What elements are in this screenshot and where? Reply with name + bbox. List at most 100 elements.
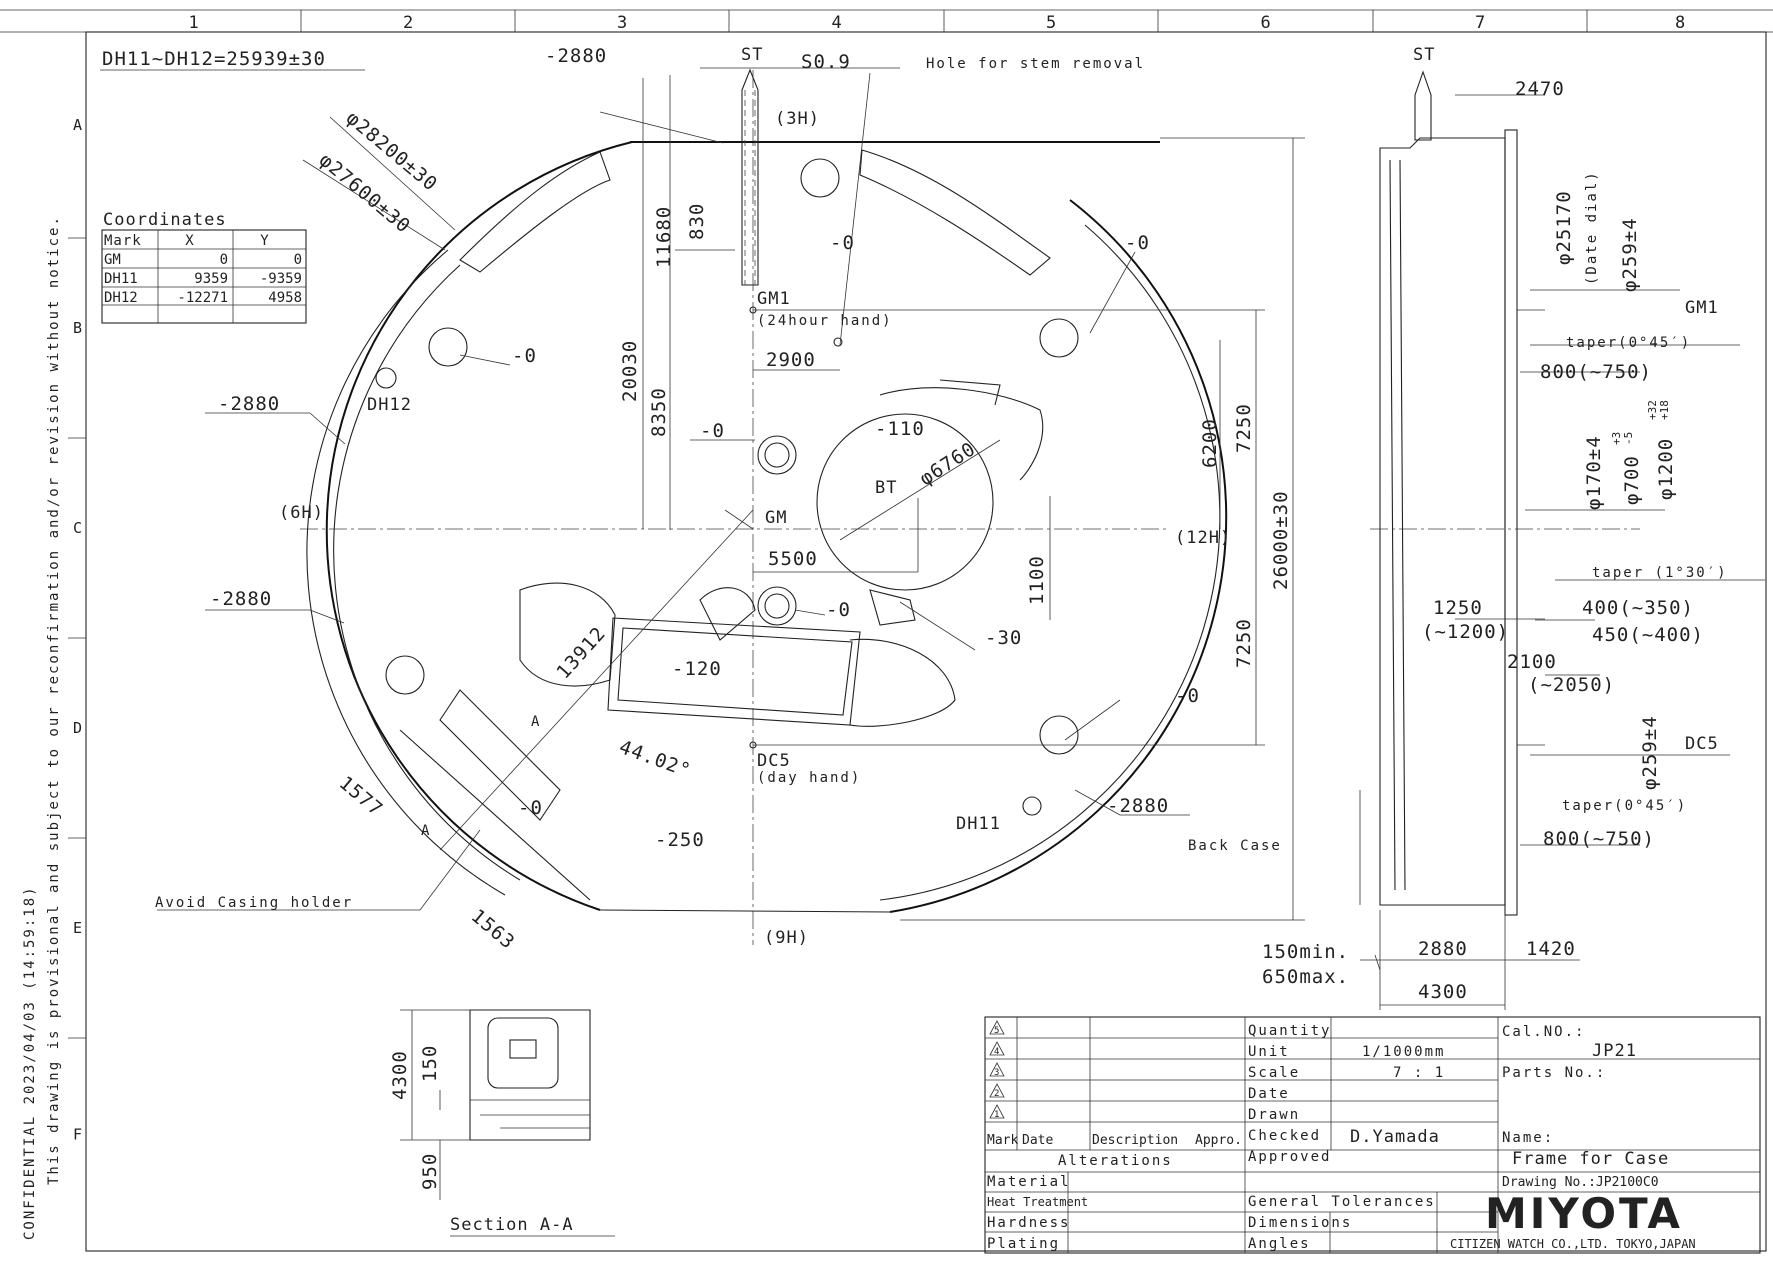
section-dim-4300: 4300 — [389, 1050, 411, 1100]
hole-gm-upper — [757, 435, 797, 475]
tb-col-appro: Appro. — [1195, 1133, 1242, 1148]
pocket-top-right — [859, 149, 1051, 276]
section-profile — [487, 1017, 559, 1089]
dim-2880-left1: -2880 — [218, 393, 280, 415]
label-dc5-sub: (day hand) — [757, 770, 861, 786]
grid-column-label: 1 — [189, 13, 199, 33]
side-dim-2470: 2470 — [1515, 78, 1565, 100]
label-avoid-casing: Avoid Casing holder — [155, 895, 353, 911]
notch-30 — [869, 589, 916, 626]
grid-row-label: A — [73, 116, 82, 134]
side-dim-taper45-top: taper(0°45′) — [1566, 335, 1691, 351]
side-dim-1250: 1250 — [1433, 597, 1483, 619]
side-dim-800-bot: 800(~750) — [1543, 828, 1655, 850]
side-dim-450: 450(~400) — [1592, 624, 1704, 646]
plan-annotations: ST S0.9 Hole for stem removal (3H) (6H) … — [155, 45, 1292, 954]
side-dim-2050: (~2050) — [1528, 674, 1615, 696]
bt-circle — [816, 413, 994, 591]
dim-angle: 44.02° — [616, 736, 694, 782]
label-3h: (3H) — [775, 109, 820, 129]
side-dim-259-bot: φ259±4 — [1639, 715, 1661, 790]
side-dim-400: 400(~350) — [1582, 597, 1694, 619]
leader-13912 — [439, 509, 754, 851]
grid-column-label: 2 — [403, 13, 413, 33]
company-name: CITIZEN WATCH CO.,LTD. TOKYO,JAPAN — [1450, 1237, 1696, 1251]
plan-view — [157, 67, 1305, 945]
revision-triangle-icon — [989, 1041, 1005, 1056]
dim-0-b: -0 — [1125, 232, 1150, 254]
coord-cell: 9359 — [194, 271, 228, 287]
side-note-provisional: This drawing is provisional and subject … — [46, 215, 62, 1185]
dim-110: -110 — [875, 418, 925, 440]
revision-triangle-icon — [989, 1020, 1005, 1035]
dim-0-d: -0 — [700, 420, 725, 442]
dim-30: -30 — [985, 627, 1022, 649]
tb-name-label: Name: — [1502, 1130, 1554, 1146]
label-s09: S0.9 — [801, 51, 851, 73]
side-dim-800-top: 800(~750) — [1540, 361, 1652, 383]
dim-2880-right: -2880 — [1107, 795, 1169, 817]
side-label-gm1: GM1 — [1685, 298, 1719, 318]
side-dim-1200: φ1200 — [1655, 438, 1677, 500]
label-gm1-sub: (24hour hand) — [757, 313, 893, 329]
side-label-dc5: DC5 — [1685, 734, 1719, 754]
pin-hole-d1 — [385, 655, 425, 695]
side-dim-259-top: φ259±4 — [1619, 217, 1641, 292]
section-dim-150: 150 — [419, 1045, 441, 1082]
label-section-a1: A — [531, 714, 541, 730]
side-dim-650max: 650max. — [1262, 966, 1349, 988]
grid-column-label: 7 — [1475, 13, 1485, 33]
tb-plating: Plating — [987, 1236, 1060, 1252]
side-dim-150min: 150min. — [1262, 941, 1349, 963]
side-dim-4300: 4300 — [1418, 981, 1468, 1003]
dim-0-f: -0 — [1175, 685, 1200, 707]
label-9h: (9H) — [764, 928, 809, 948]
stem-side — [1414, 70, 1432, 141]
tb-dimensions: Dimensions — [1248, 1215, 1352, 1231]
grid-column-label: 8 — [1675, 13, 1685, 33]
coord-cell: 0 — [294, 252, 302, 268]
section-title: Section A-A — [450, 1215, 574, 1235]
pin-hole-d5 — [1039, 715, 1079, 755]
label-gm1: GM1 — [757, 289, 791, 309]
revision-mark: 1 — [994, 1110, 999, 1120]
tb-heat: Heat Treatment — [987, 1195, 1088, 1209]
side-dim-2880: 2880 — [1418, 938, 1468, 960]
pocket-top-left — [459, 151, 611, 273]
side-dim-170: φ170±4 — [1583, 435, 1605, 510]
hole-gm-lower — [757, 586, 797, 626]
label-hole-stem: Hole for stem removal — [926, 56, 1145, 72]
coord-cell: -12271 — [177, 290, 228, 306]
dim-0-a: -0 — [830, 232, 855, 254]
side-dim-1200-dn: +18 — [1658, 400, 1671, 420]
dim-830: 830 — [686, 203, 708, 240]
tb-col-date: Date — [1022, 1133, 1053, 1148]
side-dim-2100: 2100 — [1507, 651, 1557, 673]
side-dim-taper130: taper (1°30′) — [1592, 565, 1728, 581]
coord-header: X — [185, 233, 194, 249]
grid-row-label: F — [73, 1126, 82, 1144]
coord-cell: GM — [104, 252, 121, 268]
dim-0-c: -0 — [512, 345, 537, 367]
grid-column-label: 3 — [617, 13, 627, 33]
revision-triangle-icon — [989, 1104, 1005, 1119]
side-view — [1359, 70, 1765, 1010]
dim-2900: 2900 — [766, 349, 816, 371]
tb-parts-label: Parts No.: — [1502, 1065, 1606, 1081]
coord-header: Mark — [104, 233, 142, 249]
tb-hardness: Hardness — [987, 1215, 1070, 1231]
dim-5500: 5500 — [768, 548, 818, 570]
side-dim-1200-up: +32 — [1646, 400, 1659, 420]
label-dh12: DH12 — [367, 395, 412, 415]
tb-unit-label: Unit — [1248, 1044, 1290, 1060]
side-note-confidential: CONFIDENTIAL 2023/04/03 (14:59:18) — [22, 885, 38, 1240]
tb-scale-value: 7 : 1 — [1393, 1065, 1445, 1081]
section-dim-950: 950 — [419, 1153, 441, 1190]
side-dim-1200b: (~1200) — [1422, 621, 1509, 643]
side-dim-date-dial: (Date dial) — [1584, 170, 1600, 285]
label-gm: GM — [765, 508, 787, 528]
coord-cell: 4958 — [268, 290, 302, 306]
